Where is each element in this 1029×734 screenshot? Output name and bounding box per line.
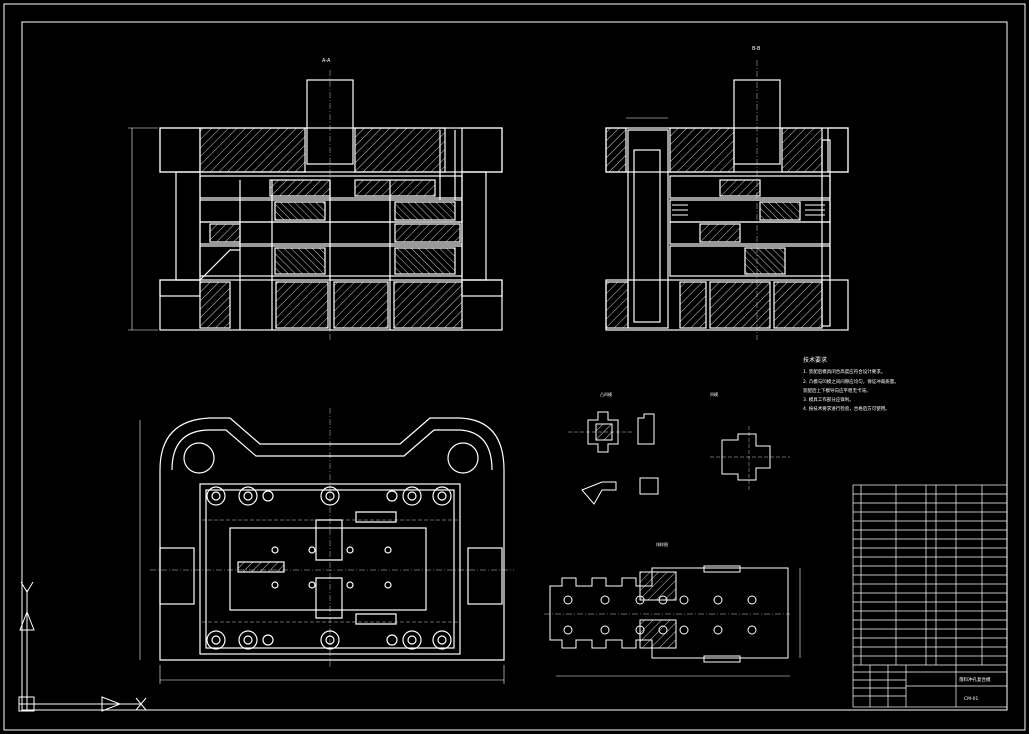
tech-req-item-5: 4. 按技术要求进行检验，合格后方可使用。: [803, 405, 890, 412]
plan-view[interactable]: [139, 408, 514, 684]
tech-req-title: 技术要求: [803, 356, 827, 364]
tech-req-item-1: 1. 装配后模具闭合高度应符合设计要求。: [803, 368, 885, 375]
detail-part-2[interactable]: 凹模: [710, 391, 790, 492]
inner-border: [21, 21, 1008, 711]
detail-label-2: 凹模: [710, 391, 718, 397]
front-view-marker: A-A: [322, 58, 331, 64]
bom-rows: [853, 493, 1007, 666]
strip-layout[interactable]: 排样图: [544, 541, 801, 677]
side-section-view[interactable]: B-B: [605, 46, 849, 340]
bolt-holes-top: [206, 486, 452, 506]
ucs-icon: [18, 581, 147, 712]
tech-req-item-4: 3. 模具工作部分应锋利。: [803, 396, 854, 403]
bill-of-materials[interactable]: 落料冲孔复合模 CM-01: [852, 484, 1008, 708]
side-view-marker: B-B: [752, 46, 761, 52]
tech-req-item-2: 2. 凸模与凹模之间间隙应均匀，保证冲裁质量。: [803, 378, 899, 385]
outer-border: [3, 3, 1026, 731]
technical-requirements: 技术要求 1. 装配后模具闭合高度应符合设计要求。 2. 凸模与凹模之间间隙应均…: [803, 356, 899, 412]
detail-part-1[interactable]: 凸凹模: [568, 391, 659, 505]
front-section-view[interactable]: A-A: [128, 58, 503, 340]
title-block-name: 落料冲孔复合模: [959, 676, 991, 683]
bolt-holes-bottom: [206, 630, 452, 650]
strip-label: 排样图: [656, 541, 668, 547]
title-block-code: CM-01: [964, 696, 979, 702]
detail-label-1: 凸凹模: [600, 391, 612, 397]
tech-req-item-3: 装配后上下模导向应平稳无卡滞。: [803, 387, 871, 394]
